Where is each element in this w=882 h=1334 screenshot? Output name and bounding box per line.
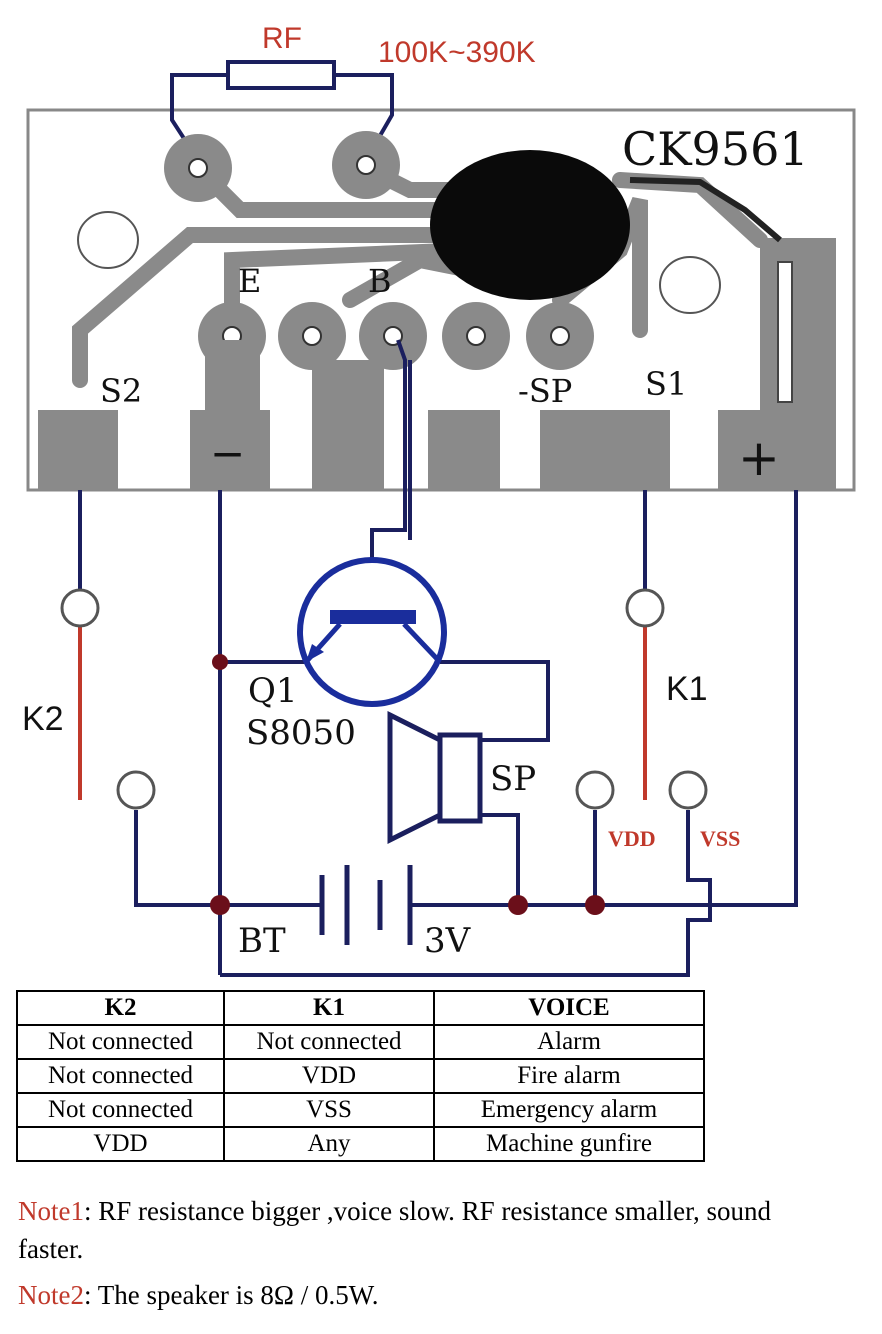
rf-resistor — [226, 60, 336, 90]
rf-label: RF — [262, 22, 302, 55]
pad-label-plus: + — [738, 429, 780, 487]
vss-label: VSS — [700, 826, 740, 851]
header-k1: K1 — [223, 990, 435, 1026]
table-header-row: K2 K1 VOICE — [16, 990, 705, 1026]
table-cell: Machine gunfire — [433, 1126, 705, 1162]
header-voice: VOICE — [433, 990, 705, 1026]
table-cell: Not connected — [16, 1024, 225, 1060]
note-1: Note1: RF resistance bigger ,voice slow.… — [18, 1192, 838, 1268]
rf-range-label: 100K~390K — [378, 36, 536, 69]
pad-label-sp: -SP — [518, 372, 572, 410]
note-1-text: : RF resistance bigger ,voice slow. RF r… — [18, 1196, 772, 1264]
voice-mode-table: K2 K1 VOICE Not connected Not connected … — [16, 990, 705, 1162]
table-cell: VDD — [16, 1126, 225, 1162]
bottom-pads — [38, 238, 836, 490]
mounting-hole-left — [77, 211, 139, 269]
table-cell: Not connected — [16, 1058, 225, 1094]
speaker-cone-icon — [387, 710, 443, 845]
battery-voltage-label: 3V — [424, 921, 472, 961]
k2-label: K2 — [22, 700, 64, 738]
pad-label-s1: S1 — [645, 365, 687, 403]
transistor-q1 — [297, 557, 447, 707]
table-row: Not connected Not connected Alarm — [16, 1024, 705, 1060]
table-cell: Alarm — [433, 1024, 705, 1060]
table-row: VDD Any Machine gunfire — [16, 1126, 705, 1162]
switch-terminals — [60, 588, 708, 810]
battery-label: BT — [238, 921, 286, 961]
emitter-arrow-icon — [306, 644, 324, 662]
wires — [78, 339, 798, 977]
vdd-label: VDD — [608, 826, 656, 851]
note-2-tag: Note2 — [18, 1280, 84, 1310]
note-2: Note2: The speaker is 8Ω / 0.5W. — [18, 1276, 379, 1314]
speaker-body-icon — [437, 732, 483, 824]
red-traces — [78, 625, 647, 800]
speaker-label: SP — [490, 759, 536, 799]
table-cell: Emergency alarm — [433, 1092, 705, 1128]
k1-label: K1 — [666, 670, 708, 708]
pad-label-e: E — [238, 262, 261, 300]
table-row: Not connected VDD Fire alarm — [16, 1058, 705, 1094]
note-2-text: : The speaker is 8Ω / 0.5W. — [83, 1280, 379, 1310]
note-1-tag: Note1 — [18, 1196, 84, 1226]
table-cell: Fire alarm — [433, 1058, 705, 1094]
pad-holes — [188, 155, 570, 346]
pad-label-minus: − — [210, 429, 245, 478]
circuit-diagram: RF 100K~390K CK9561 E B S2 -SP S1 − + — [22, 22, 856, 977]
chip-wire — [629, 177, 782, 243]
transistor-collector — [402, 622, 442, 664]
junction-dots — [210, 654, 605, 915]
table-cell: Not connected — [223, 1024, 435, 1060]
table-cell: VSS — [223, 1092, 435, 1128]
table-row: Not connected VSS Emergency alarm — [16, 1092, 705, 1128]
battery-icon — [319, 865, 413, 945]
header-k2: K2 — [16, 990, 225, 1026]
mounting-hole-right — [659, 256, 721, 314]
plus-slot — [777, 261, 793, 403]
chip-blob — [430, 150, 630, 300]
transistor-name-label: Q1 — [248, 671, 298, 711]
table-cell: VDD — [223, 1058, 435, 1094]
table-cell: Any — [223, 1126, 435, 1162]
transistor-model-label: S8050 — [246, 713, 356, 753]
table-cell: Not connected — [16, 1092, 225, 1128]
transistor-base-bar — [330, 610, 416, 624]
pad-label-b: B — [368, 262, 392, 300]
chip-name-label: CK9561 — [622, 122, 809, 176]
pad-label-s2: S2 — [100, 372, 142, 410]
